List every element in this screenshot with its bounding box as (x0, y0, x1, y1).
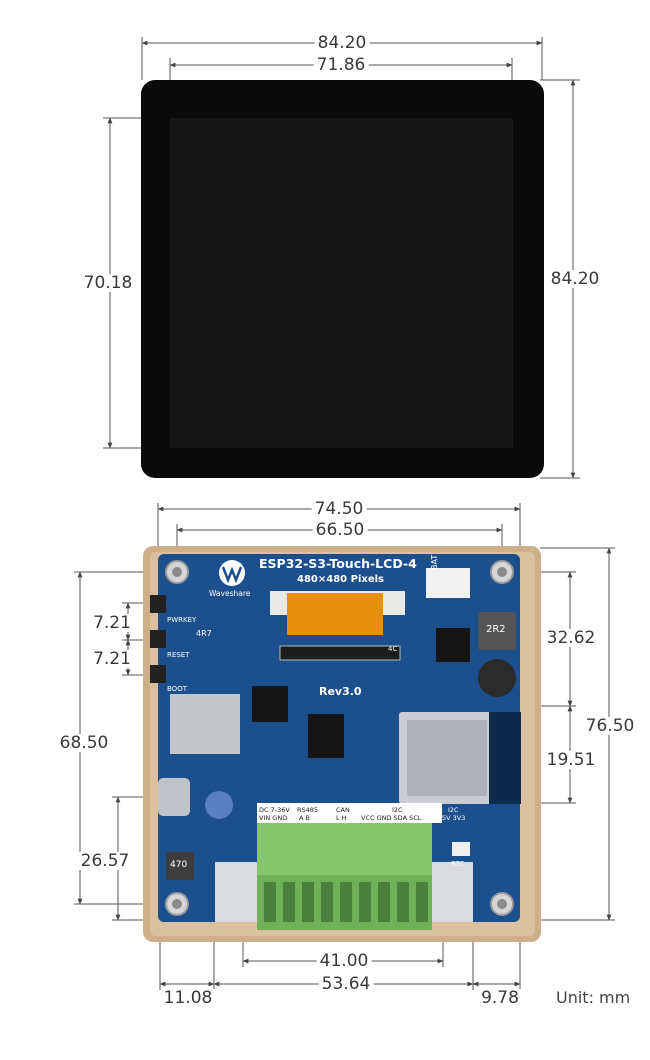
right-offset: 9.78 (478, 989, 522, 1007)
terminal-block-top (257, 823, 432, 875)
module-top: 32.62 (543, 629, 599, 647)
rs485-label: RS485 (297, 806, 319, 814)
terminal-slot (378, 882, 390, 922)
voltage-select-label: 5V 3V3 (442, 814, 466, 822)
terminal-width: 41.00 (316, 952, 372, 970)
center-span: 53.64 (318, 975, 374, 993)
bat-label: BAT (430, 554, 439, 570)
terminal-slot (283, 882, 295, 922)
vin-gnd-label: VIN GND (259, 814, 288, 822)
usb-offset: 26.57 (77, 852, 133, 870)
display-active-area (170, 118, 513, 448)
sd-card-slot (170, 694, 240, 754)
key-pitch-1: 7.21 (90, 614, 134, 632)
board-resolution: 480×480 Pixels (297, 574, 384, 585)
rtc-connector (452, 842, 470, 856)
module-height: 19.51 (543, 751, 599, 769)
dc-label: DC 7-36V (259, 806, 290, 814)
back-view (143, 546, 541, 942)
mount-hole-center (497, 567, 507, 577)
inductor-round (478, 659, 516, 697)
cap-label: 4R7 (196, 629, 212, 638)
back-height-right: 76.50 (582, 717, 638, 735)
front-display-width: 71.86 (313, 56, 369, 74)
terminal-slot (359, 882, 371, 922)
brand-label: Waveshare (209, 589, 251, 598)
back-width-outer: 74.50 (311, 500, 367, 518)
fpc-ribbon (287, 593, 383, 635)
inductor-470 (166, 852, 194, 880)
unit-label: Unit: mm (556, 988, 631, 1007)
front-outer-width: 84.20 (314, 34, 370, 52)
terminal-slot (416, 882, 428, 922)
can-label: CAN (336, 806, 350, 814)
fpc-connector (279, 645, 401, 661)
front-outer-height: 84.20 (547, 270, 603, 288)
boot-button (150, 665, 166, 683)
reset-label: RESET (167, 651, 190, 659)
capacitor (205, 791, 233, 819)
front-display-height: 70.18 (80, 274, 136, 292)
ic-chip-3 (308, 714, 344, 758)
ic-chip-2 (252, 686, 288, 722)
terminal-slot (321, 882, 333, 922)
terminal-slot (302, 882, 314, 922)
mount-hole-center (497, 899, 507, 909)
battery-connector (426, 568, 470, 598)
boot-label: BOOT (167, 685, 187, 693)
reset-button (150, 630, 166, 648)
antenna-area (489, 712, 521, 804)
ic-chip (436, 628, 470, 662)
left-offset: 11.08 (160, 989, 216, 1007)
esp32-shield (407, 720, 487, 796)
inductor-470-label: 470 (170, 860, 188, 870)
board-revision: Rev3.0 (319, 685, 362, 698)
mount-hole-center (172, 567, 182, 577)
terminal-slot (264, 882, 276, 922)
pwrkey-label: PWRKEY (167, 616, 197, 624)
front-view (141, 80, 544, 478)
back-width-holes: 66.50 (312, 521, 368, 539)
pwrkey-button (150, 595, 166, 613)
rtc-label: RTC (451, 860, 465, 868)
inductor-2r2 (478, 612, 516, 650)
i2c-pins: VCC GND SDA SCL (361, 814, 422, 822)
fpc-label: 4C (388, 645, 398, 653)
mount-hole-center (172, 899, 182, 909)
back-height-overall: 68.50 (56, 734, 112, 752)
i2c-label: I2C (392, 806, 403, 814)
terminal-slot (340, 882, 352, 922)
key-pitch-2: 7.21 (90, 650, 134, 668)
i2c-select-label: I2C (448, 806, 459, 814)
inductor-2r2-label: 2R2 (486, 624, 506, 635)
board-title: ESP32-S3-Touch-LCD-4 (259, 556, 417, 571)
can-pins: L H (336, 814, 347, 822)
usb-c-port (158, 778, 190, 816)
rs485-pins: A B (299, 814, 310, 822)
terminal-slot (397, 882, 409, 922)
terminal-labels-bg (257, 803, 442, 823)
